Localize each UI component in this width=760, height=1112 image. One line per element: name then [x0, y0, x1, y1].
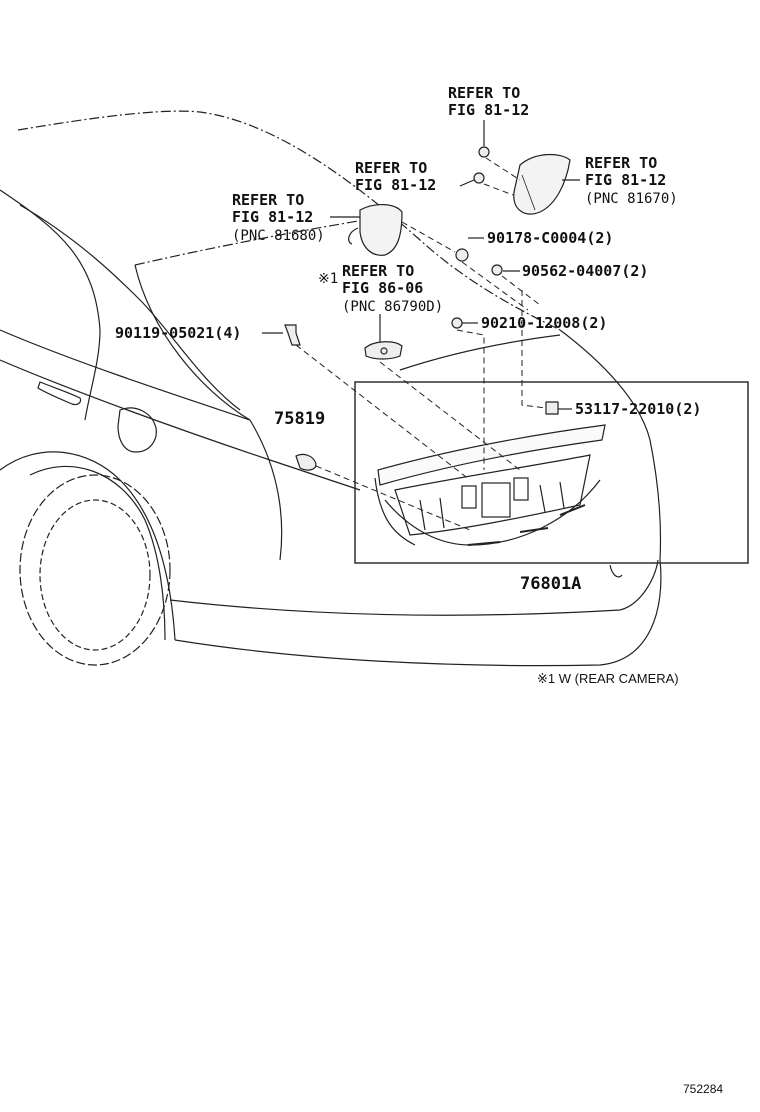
- bolt-90119: [284, 324, 301, 346]
- body-contour-outer: [0, 189, 101, 421]
- rear-window-line: [134, 214, 396, 266]
- callout-refer-mid-line2: FIG 81-12: [355, 176, 437, 194]
- callout-refer-top-line1: REFER TO: [448, 84, 521, 102]
- c-pillar-line: [134, 264, 251, 421]
- callout-refer-left-line2: FIG 81-12: [232, 208, 314, 226]
- rear-wheel-rim: [39, 499, 151, 651]
- door-handle: [37, 381, 82, 406]
- nut-top: [478, 146, 490, 158]
- clip-90178: [455, 248, 469, 262]
- clip-75819: [295, 453, 317, 471]
- part-number-76801A: 76801A: [520, 574, 582, 594]
- part-number-75819: 75819: [274, 409, 326, 429]
- callout-refer-left-pnc: (PNC 81680): [232, 228, 325, 244]
- fuel-lid: [117, 407, 157, 453]
- part-number-90562: 90562-04007(2): [522, 262, 649, 280]
- side-line-2: [0, 359, 361, 491]
- body-contour-inner: [19, 204, 241, 411]
- trunk-edge: [249, 419, 283, 561]
- rear-wheel-tire: [19, 474, 171, 666]
- callout-refer-right-line1: REFER TO: [585, 154, 658, 172]
- rear-camera: [364, 341, 403, 360]
- assembly-box-76801A: [354, 381, 749, 564]
- lamp-left: [359, 204, 403, 256]
- roof-outline: [17, 110, 561, 331]
- part-number-90178: 90178-C0004(2): [487, 229, 614, 247]
- trunk-lid-top: [399, 334, 561, 371]
- callout-refer-top-line2: FIG 81-12: [448, 101, 530, 119]
- figure-id: 752284: [683, 1082, 724, 1096]
- callout-refer-cam-pnc: (PNC 86790D): [342, 299, 444, 315]
- callout-refer-cam-line2: FIG 86-06: [342, 279, 424, 297]
- callout-refer-left-line1: REFER TO: [232, 191, 305, 209]
- lamp-right: [513, 154, 571, 215]
- callout-refer-mid-line1: REFER TO: [355, 159, 428, 177]
- callout-camera-note-mark: ※1: [318, 271, 339, 287]
- callout-refer-cam-line1: REFER TO: [342, 262, 415, 280]
- nut-mid: [473, 172, 485, 184]
- part-number-90210: 90210-12008(2): [481, 314, 608, 332]
- clip-53117: [545, 401, 559, 415]
- side-line-1: [0, 329, 251, 421]
- trunk-side-right: [559, 329, 662, 561]
- callout-refer-right-pnc: (PNC 81670): [585, 191, 678, 207]
- part-number-53117: 53117-22010(2): [575, 400, 702, 418]
- wheel-arch: [29, 465, 166, 641]
- bumper-mid: [169, 559, 659, 616]
- callout-refer-right-line2: FIG 81-12: [585, 171, 667, 189]
- bumper-lower: [174, 559, 662, 667]
- garnish-upper: [377, 424, 606, 486]
- rear-fender: [0, 451, 176, 641]
- clip-90210: [451, 317, 463, 329]
- footnote-rear-camera: ※1 W (REAR CAMERA): [537, 671, 679, 686]
- part-number-90119: 90119-05021(4): [115, 324, 242, 342]
- clip-90562: [491, 264, 503, 276]
